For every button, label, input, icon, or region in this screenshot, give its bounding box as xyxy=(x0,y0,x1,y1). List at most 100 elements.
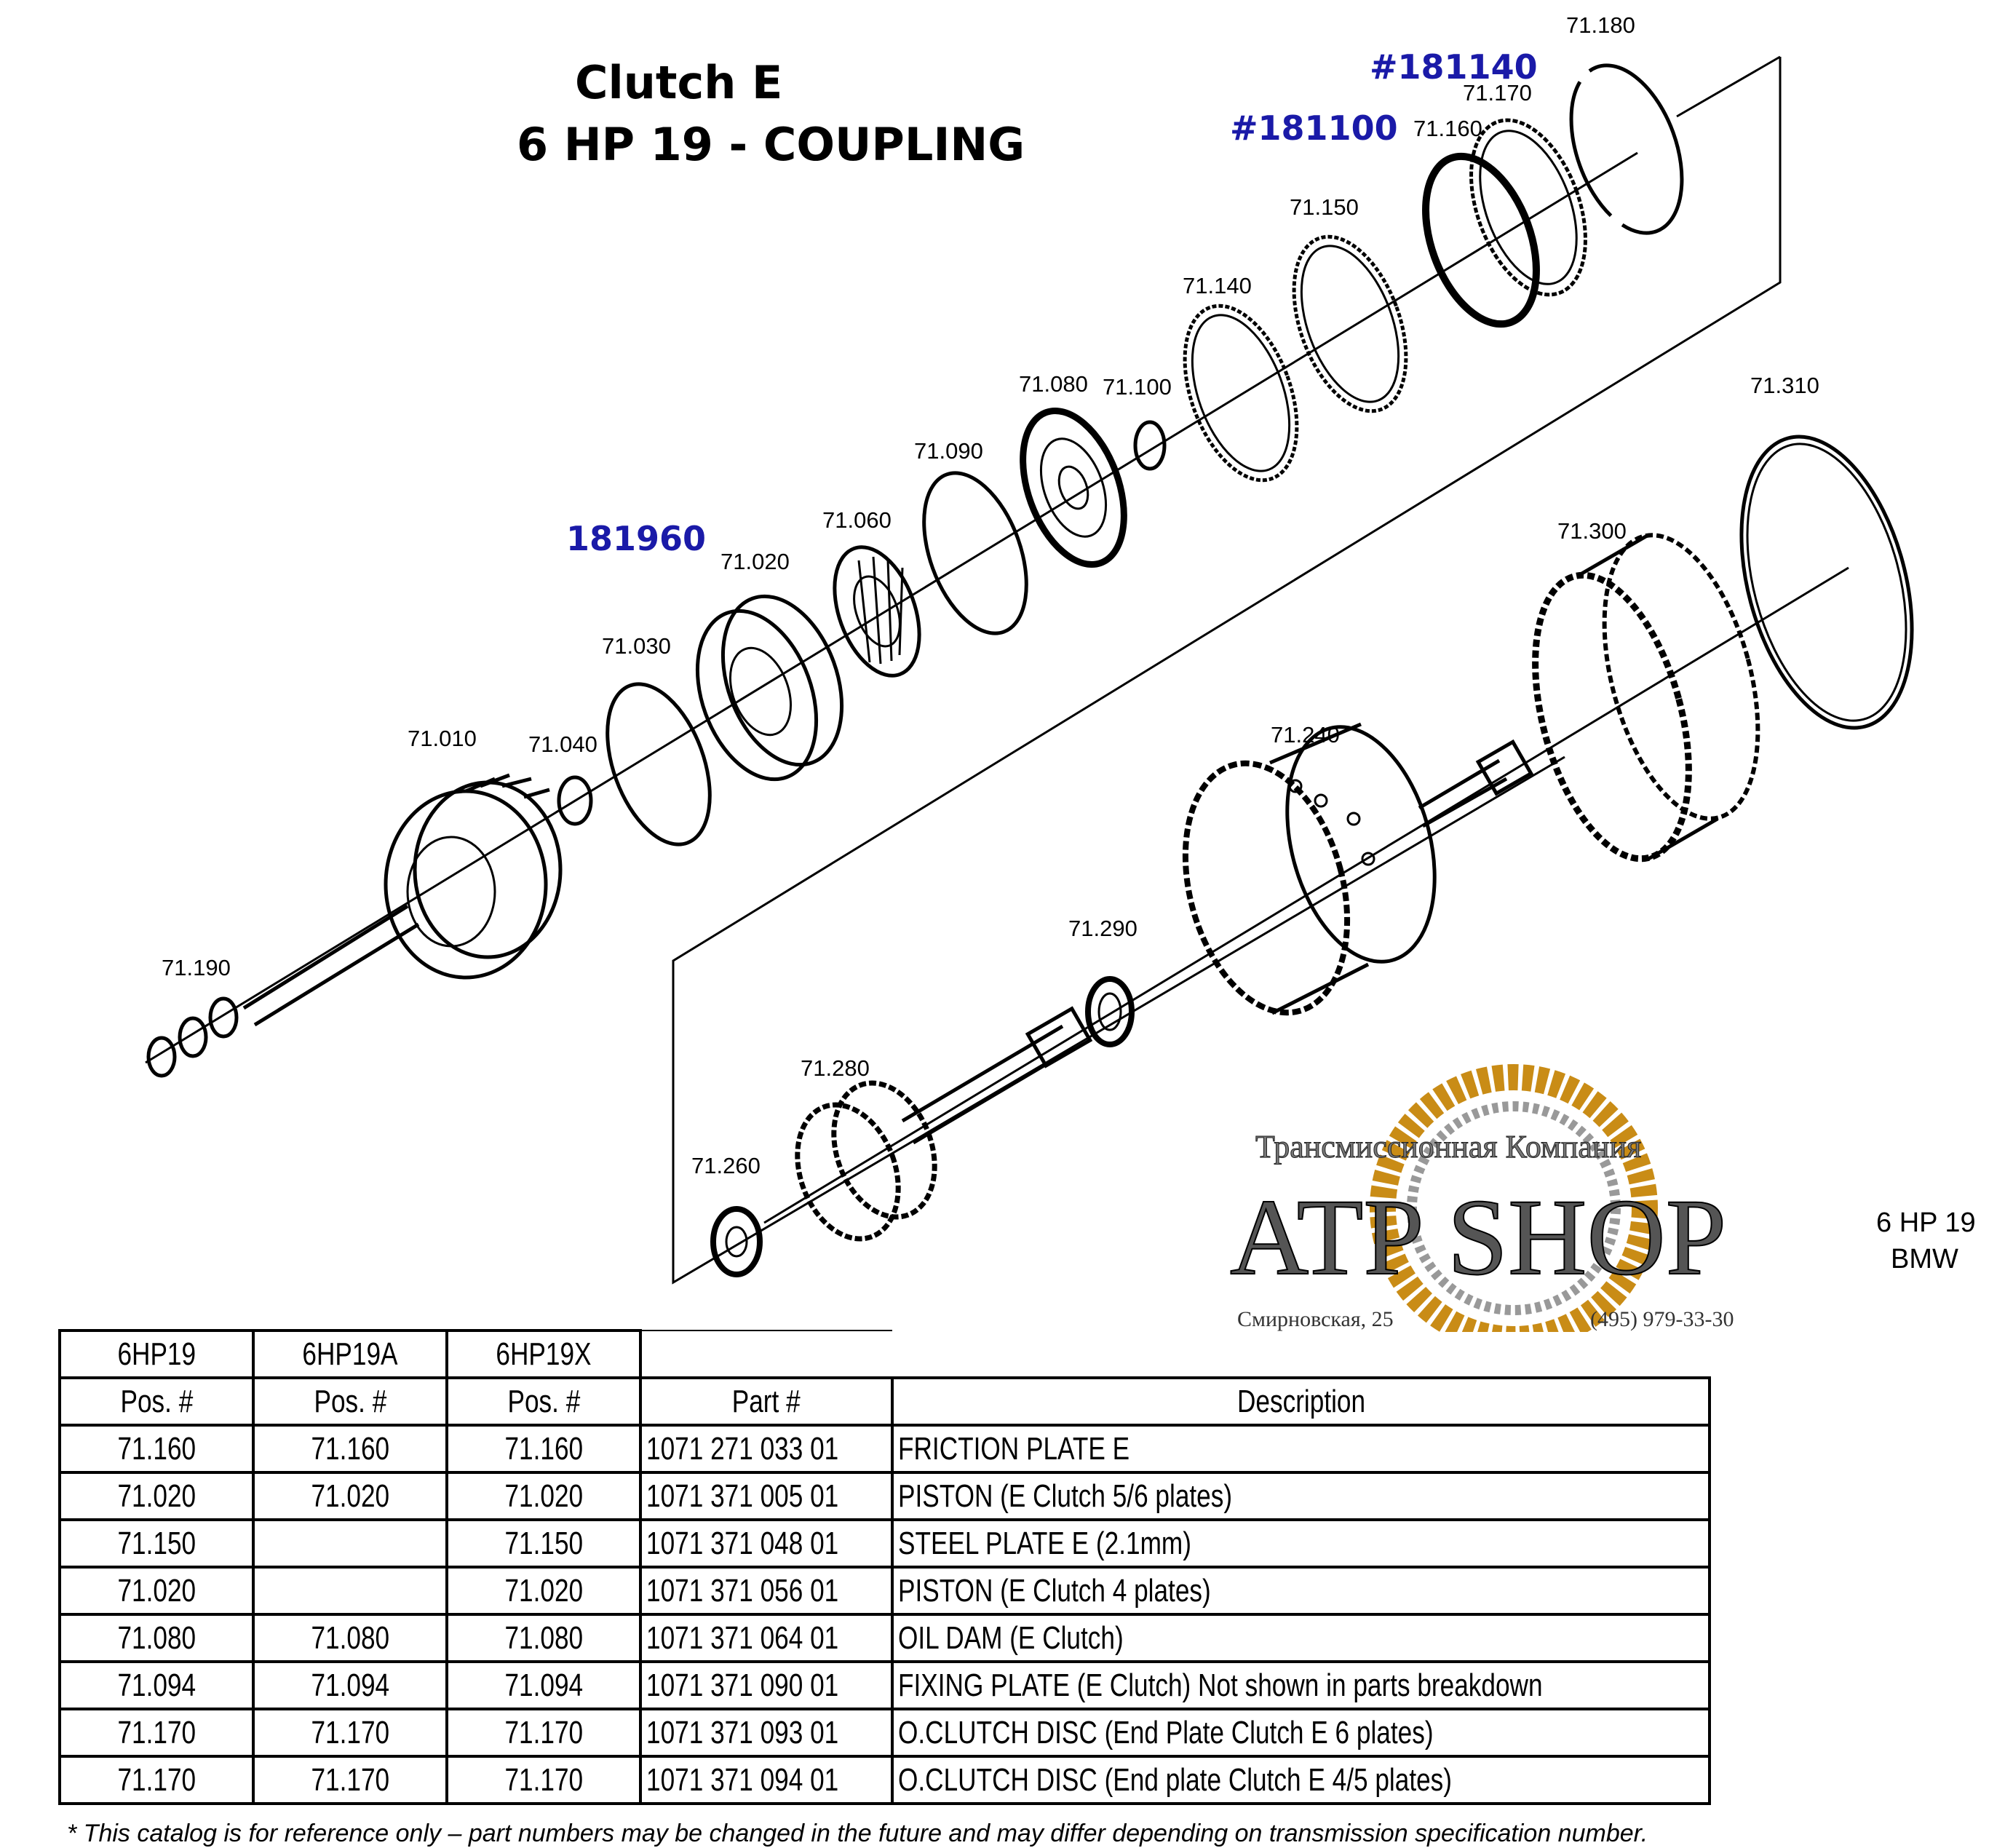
label-71180: 71.180 xyxy=(1566,12,1635,38)
cell-pos-6hp19: 71.170 xyxy=(58,1708,255,1758)
table-model-header-row: 6HP19 6HP19A 6HP19X xyxy=(58,1329,1710,1379)
cell-pos-6hp19a: 71.170 xyxy=(252,1755,448,1805)
label-71260: 71.260 xyxy=(691,1153,761,1178)
part-71170-end-plate-inner xyxy=(1479,130,1578,285)
part-71150-steel-plate-inner xyxy=(1300,245,1400,403)
cell-pos-6hp19: 71.020 xyxy=(58,1566,255,1616)
cell-pos-6hp19x: 71.170 xyxy=(445,1708,642,1758)
cell-pos-6hp19x: 71.160 xyxy=(445,1424,642,1474)
cell-pos-6hp19a: 71.094 xyxy=(252,1660,448,1710)
part-71030-oring xyxy=(606,682,712,846)
label-71280: 71.280 xyxy=(801,1055,870,1081)
part-71310-ring xyxy=(1739,435,1914,730)
cell-pos-6hp19: 71.094 xyxy=(58,1660,255,1710)
label-71170: 71.170 xyxy=(1463,80,1532,106)
part-71010-drum-shaft xyxy=(242,773,563,1027)
cell-part-number: 1071 371 090 01 xyxy=(638,1660,894,1710)
header-pos-6hp19x: Pos. # xyxy=(445,1376,642,1427)
model-header-6hp19x: 6HP19X xyxy=(445,1329,642,1379)
atp-shop-logo: Трансмиссионная Компания ATP SHOP Смирно… xyxy=(1229,1064,1734,1332)
cell-part-number: 1071 371 094 01 xyxy=(638,1755,894,1805)
cell-pos-6hp19a xyxy=(252,1518,448,1569)
cell-part-number: 1071 371 093 01 xyxy=(638,1708,894,1758)
upper-axis-line xyxy=(145,151,1638,1064)
cell-description: PISTON (E Clutch 4 plates) xyxy=(891,1566,1712,1616)
label-71080: 71.080 xyxy=(1019,371,1088,397)
cell-description: FRICTION PLATE E xyxy=(891,1424,1712,1474)
cell-description: STEEL PLATE E (2.1mm) xyxy=(891,1518,1712,1569)
table-header-row: Pos. # Pos. # Pos. # Part # Description xyxy=(58,1376,1712,1427)
cell-description: O.CLUTCH DISC (End Plate Clutch E 6 plat… xyxy=(891,1708,1712,1758)
cell-pos-6hp19a: 71.080 xyxy=(252,1613,448,1663)
header-pos-6hp19a: Pos. # xyxy=(252,1376,448,1427)
cell-pos-6hp19x: 71.170 xyxy=(445,1755,642,1805)
part-71060-spring-pack xyxy=(833,545,921,678)
part-71040-oring xyxy=(557,775,593,826)
label-71060: 71.060 xyxy=(822,507,892,533)
group-frame-top xyxy=(1676,55,1781,118)
part-71310-ring-inner xyxy=(1746,443,1907,722)
cell-pos-6hp19x: 71.150 xyxy=(445,1518,642,1569)
label-71240: 71.240 xyxy=(1271,722,1340,747)
title-clutch-e: Clutch E xyxy=(575,56,782,109)
cell-pos-6hp19x: 71.020 xyxy=(445,1566,642,1616)
cell-pos-6hp19a: 71.160 xyxy=(252,1424,448,1474)
cell-part-number: 1071 371 064 01 xyxy=(638,1613,894,1663)
group-frame xyxy=(672,57,1782,1285)
label-71040: 71.040 xyxy=(528,731,597,757)
label-71090: 71.090 xyxy=(914,438,983,464)
part-71300-ring-gear xyxy=(1532,533,1760,862)
cell-part-number: 1071 371 048 01 xyxy=(638,1518,894,1569)
cell-description: PISTON (E Clutch 5/6 plates) xyxy=(891,1471,1712,1521)
logo-brand-text: ATP SHOP xyxy=(1230,1177,1726,1298)
reference-181140: #181140 xyxy=(1370,47,1538,87)
cell-pos-6hp19x: 71.094 xyxy=(445,1660,642,1710)
logo-company-text: Трансмиссионная Компания xyxy=(1255,1129,1641,1165)
part-71170-end-plate xyxy=(1469,118,1587,297)
part-71160-friction-plate xyxy=(1422,152,1540,328)
part-71140-plate-inner xyxy=(1191,314,1291,472)
side-note-make: BMW xyxy=(1891,1244,1958,1274)
cell-pos-6hp19: 71.080 xyxy=(58,1613,255,1663)
exploded-parts-diagram: Clutch E 6 HP 19 - COUPLING #181140 #181… xyxy=(145,12,1976,1332)
cell-part-number: 1071 271 033 01 xyxy=(638,1424,894,1474)
label-71160: 71.160 xyxy=(1413,116,1482,141)
cell-pos-6hp19x: 71.020 xyxy=(445,1471,642,1521)
model-header-6hp19: 6HP19 xyxy=(58,1329,255,1379)
table-top-rule xyxy=(640,1330,893,1379)
cell-description: OIL DAM (E Clutch) xyxy=(891,1613,1712,1663)
part-71090-ring xyxy=(922,471,1028,635)
label-71310: 71.310 xyxy=(1750,373,1819,398)
part-71020-piston xyxy=(695,594,844,782)
label-71190: 71.190 xyxy=(162,955,231,980)
logo-phone: (495) 979-33-30 xyxy=(1590,1307,1734,1331)
model-header-6hp19a: 6HP19A xyxy=(252,1329,448,1379)
title-coupling: 6 HP 19 - COUPLING xyxy=(517,118,1025,171)
cell-pos-6hp19a: 71.170 xyxy=(252,1708,448,1758)
cell-part-number: 1071 371 056 01 xyxy=(638,1566,894,1616)
part-71150-steel-plate xyxy=(1292,234,1408,413)
label-71290: 71.290 xyxy=(1068,916,1137,941)
logo-address: Смирновская, 25 xyxy=(1237,1307,1394,1331)
cell-pos-6hp19: 71.170 xyxy=(58,1755,255,1805)
side-note-model: 6 HP 19 xyxy=(1876,1207,1976,1238)
part-71100-ring xyxy=(1133,420,1167,471)
part-71260-bearing xyxy=(710,1206,763,1277)
cell-pos-6hp19: 71.150 xyxy=(58,1518,255,1569)
part-71180-snap-ring xyxy=(1569,63,1684,235)
label-71140: 71.140 xyxy=(1183,273,1252,298)
label-71020: 71.020 xyxy=(720,549,790,574)
cell-pos-6hp19a: 71.020 xyxy=(252,1471,448,1521)
label-71300: 71.300 xyxy=(1557,518,1627,544)
label-71100: 71.100 xyxy=(1103,374,1172,400)
label-71010: 71.010 xyxy=(408,726,477,751)
cell-description: FIXING PLATE (E Clutch) Not shown in par… xyxy=(891,1660,1712,1710)
cell-pos-6hp19a xyxy=(252,1566,448,1616)
part-71080-oil-dam xyxy=(1020,407,1127,568)
